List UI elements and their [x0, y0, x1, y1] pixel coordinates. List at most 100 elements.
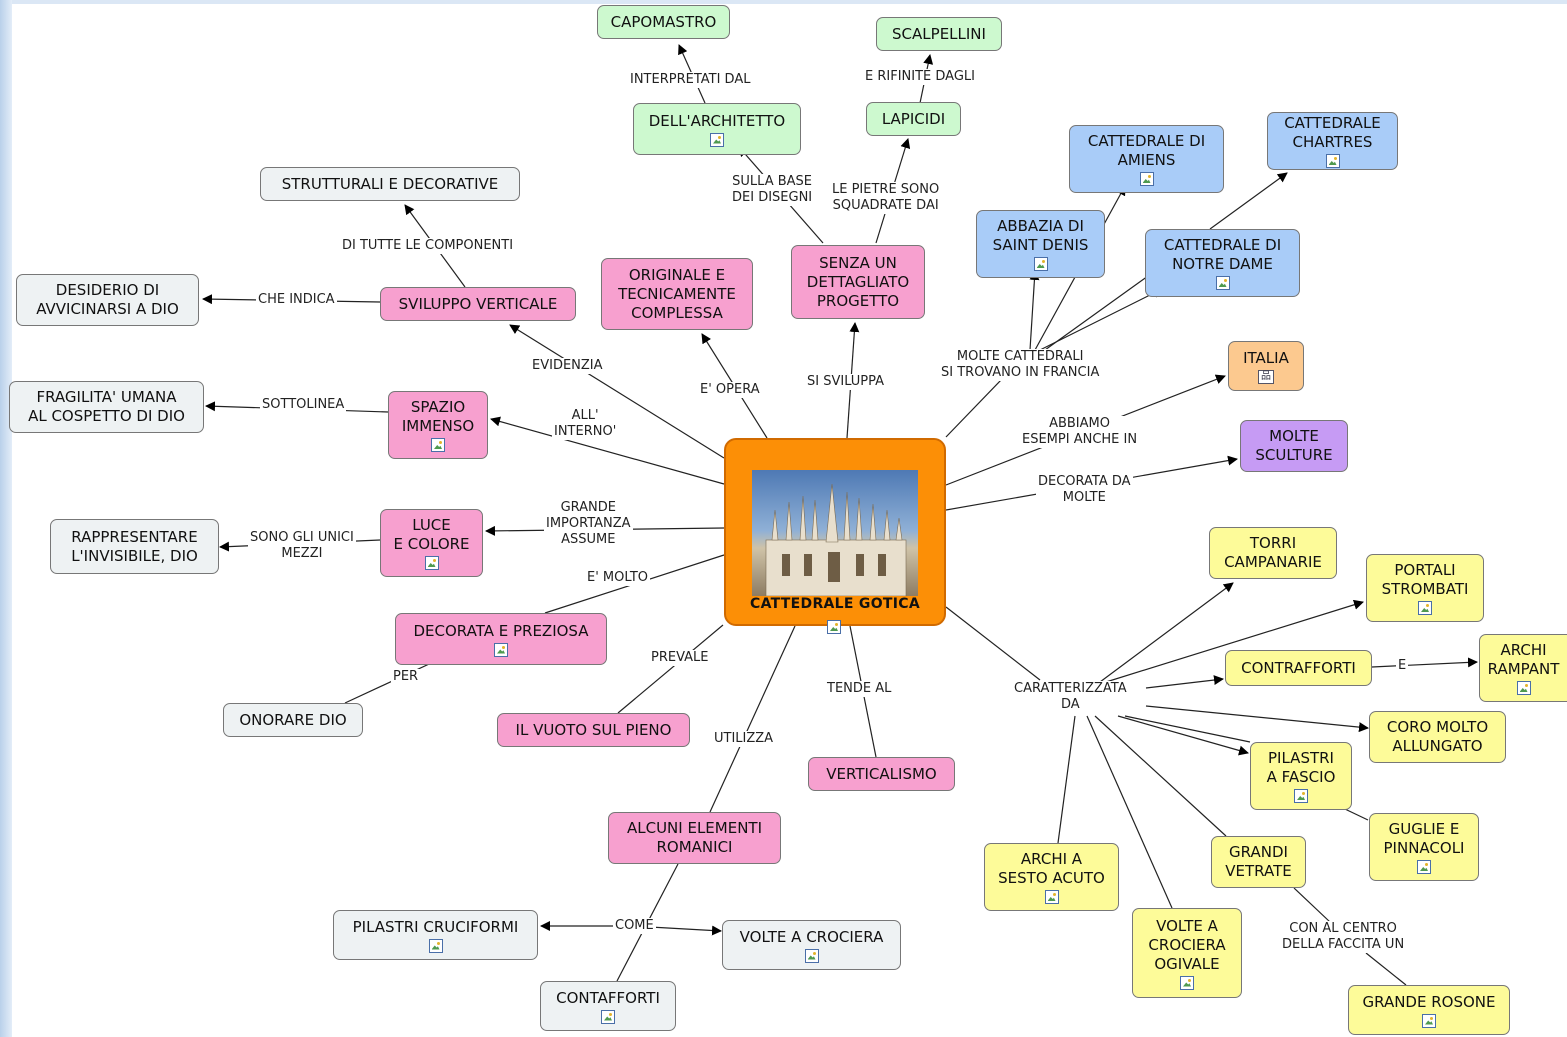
image-icon[interactable]: [1044, 890, 1059, 904]
link-label-interpretati: INTERPRETATI DAL: [628, 72, 753, 88]
image-icon[interactable]: [601, 1009, 615, 1024]
node-sviluppo-verticale[interactable]: SVILUPPO VERTICALE: [380, 287, 576, 321]
node-label: SENZA UN DETTAGLIATO PROGETTO: [806, 253, 910, 310]
node-label: CAPOMASTRO: [610, 12, 717, 31]
image-icon[interactable]: [1033, 257, 1048, 271]
node-label: GRANDE ROSONE: [1362, 992, 1496, 1011]
node-label: PILASTRI A FASCIO: [1266, 749, 1336, 786]
image-icon[interactable]: [431, 438, 445, 452]
node-elementi-romanici[interactable]: ALCUNI ELEMENTI ROMANICI: [608, 812, 781, 864]
node-label: CATTEDRALE DI NOTRE DAME: [1163, 236, 1282, 273]
node-torri-campanarie[interactable]: TORRI CAMPANARIE: [1209, 527, 1337, 579]
link-label-esempi: ABBIAMO ESEMPI ANCHE IN: [1020, 416, 1140, 448]
link-label-mezzi: SONO GLI UNICI MEZZI: [248, 530, 356, 562]
link-label-francia: MOLTE CATTEDRALI SI TROVANO IN FRANCIA: [939, 349, 1102, 381]
link-label-come: COME: [613, 918, 656, 934]
link-label-pietre: LE PIETRE SONO SQUADRATE DAI: [830, 182, 942, 214]
node-archi-rampanti[interactable]: ARCHI RAMPANT: [1479, 634, 1567, 702]
node-label: ARCHI RAMPANT: [1487, 641, 1560, 678]
node-label: GUGLIE E PINNACOLI: [1383, 820, 1465, 857]
link-label-per: PER: [391, 669, 421, 685]
node-saint-denis[interactable]: ABBAZIA DI SAINT DENIS: [976, 210, 1105, 278]
image-icon[interactable]: [1417, 860, 1431, 874]
image-icon[interactable]: [1516, 681, 1531, 695]
image-icon[interactable]: [1325, 154, 1340, 168]
link-label-che-indica: CHE INDICA: [256, 292, 337, 308]
link-label-sulla-base: SULLA BASE DEI DISEGNI: [730, 174, 815, 206]
node-portali-strombati[interactable]: PORTALI STROMBATI: [1366, 554, 1484, 622]
node-architetto[interactable]: DELL'ARCHITETTO: [633, 103, 801, 155]
node-label: SPAZIO IMMENSO: [401, 398, 475, 435]
node-pilastri-cruciformi[interactable]: PILASTRI CRUCIFORMI: [333, 910, 538, 960]
image-icon[interactable]: [1215, 276, 1230, 290]
node-label: RAPPRESENTARE L'INVISIBILE, DIO: [71, 527, 198, 565]
image-icon[interactable]: [1180, 975, 1194, 990]
node-label: PILASTRI CRUCIFORMI: [352, 917, 519, 936]
node-originale-complessa[interactable]: ORIGINALE E TECNICAMENTE COMPLESSA: [601, 258, 753, 330]
node-strutturali-decorative[interactable]: STRUTTURALI E DECORATIVE: [260, 167, 520, 201]
center-title: CATTEDRALE GOTICA: [750, 596, 920, 612]
node-pilastri-fascio[interactable]: PILASTRI A FASCIO: [1250, 742, 1352, 810]
link-label-e: E: [1396, 658, 1409, 674]
node-decorata-preziosa[interactable]: DECORATA E PREZIOSA: [395, 613, 607, 665]
image-icon[interactable]: [1139, 172, 1154, 186]
node-contafforti[interactable]: CONTAFFORTI: [540, 981, 676, 1031]
top-border: [0, 0, 1567, 4]
node-fragilita[interactable]: FRAGILITA' UMANA AL COSPETTO DI DIO: [9, 381, 204, 433]
node-label: SCALPELLINI: [892, 24, 986, 43]
image-icon[interactable]: [1418, 601, 1432, 615]
node-desiderio[interactable]: DESIDERIO DI AVVICINARSI A DIO: [16, 274, 199, 326]
link-label-tende: TENDE AL: [825, 681, 894, 697]
node-label: TORRI CAMPANARIE: [1224, 534, 1322, 571]
node-molte-sculture[interactable]: MOLTE SCULTURE: [1240, 420, 1348, 472]
image-icon[interactable]: [424, 556, 439, 570]
node-label: DECORATA E PREZIOSA: [413, 621, 589, 640]
node-label: VOLTE A CROCIERA: [739, 927, 884, 946]
image-icon[interactable]: [1294, 789, 1308, 803]
concept-map-icon[interactable]: 品: [1258, 369, 1274, 384]
node-grande-rosone[interactable]: GRANDE ROSONE: [1348, 985, 1510, 1035]
node-capomastro[interactable]: CAPOMASTRO: [597, 5, 730, 39]
node-lapicidi[interactable]: LAPICIDI: [866, 102, 961, 136]
node-label: VERTICALISMO: [826, 764, 937, 783]
link-label-centro: CON AL CENTRO DELLA FACCITA UN: [1280, 921, 1407, 953]
node-onorare-dio[interactable]: ONORARE DIO: [223, 703, 363, 737]
node-label: IL VUOTO SUL PIENO: [515, 720, 672, 739]
node-verticalismo[interactable]: VERTICALISMO: [808, 757, 955, 791]
node-luce-colore[interactable]: LUCE E COLORE: [380, 509, 483, 577]
node-rappresentare[interactable]: RAPPRESENTARE L'INVISIBILE, DIO: [50, 519, 219, 574]
node-label: ORIGINALE E TECNICAMENTE COMPLESSA: [618, 265, 736, 322]
node-label: CORO MOLTO ALLUNGATO: [1386, 718, 1489, 755]
node-coro-allungato[interactable]: CORO MOLTO ALLUNGATO: [1369, 711, 1506, 763]
image-icon[interactable]: [428, 938, 443, 953]
center-node-cattedrale-gotica[interactable]: CATTEDRALE GOTICA: [724, 438, 946, 634]
node-amiens[interactable]: CATTEDRALE DI AMIENS: [1069, 125, 1224, 193]
node-senza-progetto[interactable]: SENZA UN DETTAGLIATO PROGETTO: [791, 245, 925, 319]
image-icon[interactable]: [1422, 1013, 1436, 1028]
image-icon[interactable]: [710, 132, 724, 147]
node-notre-dame[interactable]: CATTEDRALE DI NOTRE DAME: [1145, 229, 1300, 297]
node-label: DESIDERIO DI AVVICINARSI A DIO: [36, 281, 179, 318]
node-scalpellini[interactable]: SCALPELLINI: [876, 17, 1002, 51]
link-label-sottolinea: SOTTOLINEA: [260, 397, 347, 413]
node-archi-sesto-acuto[interactable]: ARCHI A SESTO ACUTO: [984, 843, 1119, 911]
node-label: CATTEDRALE CHARTRES: [1284, 114, 1381, 151]
node-grandi-vetrate[interactable]: GRANDI VETRATE: [1211, 836, 1306, 888]
link-label-caratterizzata: CARATTERIZZATA DA: [1012, 681, 1129, 713]
node-guglie-pinnacoli[interactable]: GUGLIE E PINNACOLI: [1369, 813, 1479, 881]
node-contrafforti[interactable]: CONTRAFFORTI: [1225, 650, 1372, 686]
node-chartres[interactable]: CATTEDRALE CHARTRES: [1267, 112, 1398, 170]
image-icon[interactable]: [804, 948, 819, 963]
node-vuoto-pieno[interactable]: IL VUOTO SUL PIENO: [497, 713, 690, 747]
link-label-evidenzia: EVIDENZIA: [530, 358, 605, 374]
node-spazio-immenso[interactable]: SPAZIO IMMENSO: [388, 391, 488, 459]
node-volte-crociera[interactable]: VOLTE A CROCIERA: [722, 920, 901, 970]
node-label: FRAGILITA' UMANA AL COSPETTO DI DIO: [28, 388, 185, 425]
image-icon[interactable]: [494, 642, 508, 657]
node-label: VOLTE A CROCIERA OGIVALE: [1148, 916, 1226, 973]
node-volte-ogivale[interactable]: VOLTE A CROCIERA OGIVALE: [1132, 908, 1242, 998]
image-icon[interactable]: [827, 620, 841, 634]
node-label: LUCE E COLORE: [393, 516, 470, 553]
node-label: ALCUNI ELEMENTI ROMANICI: [626, 819, 763, 856]
